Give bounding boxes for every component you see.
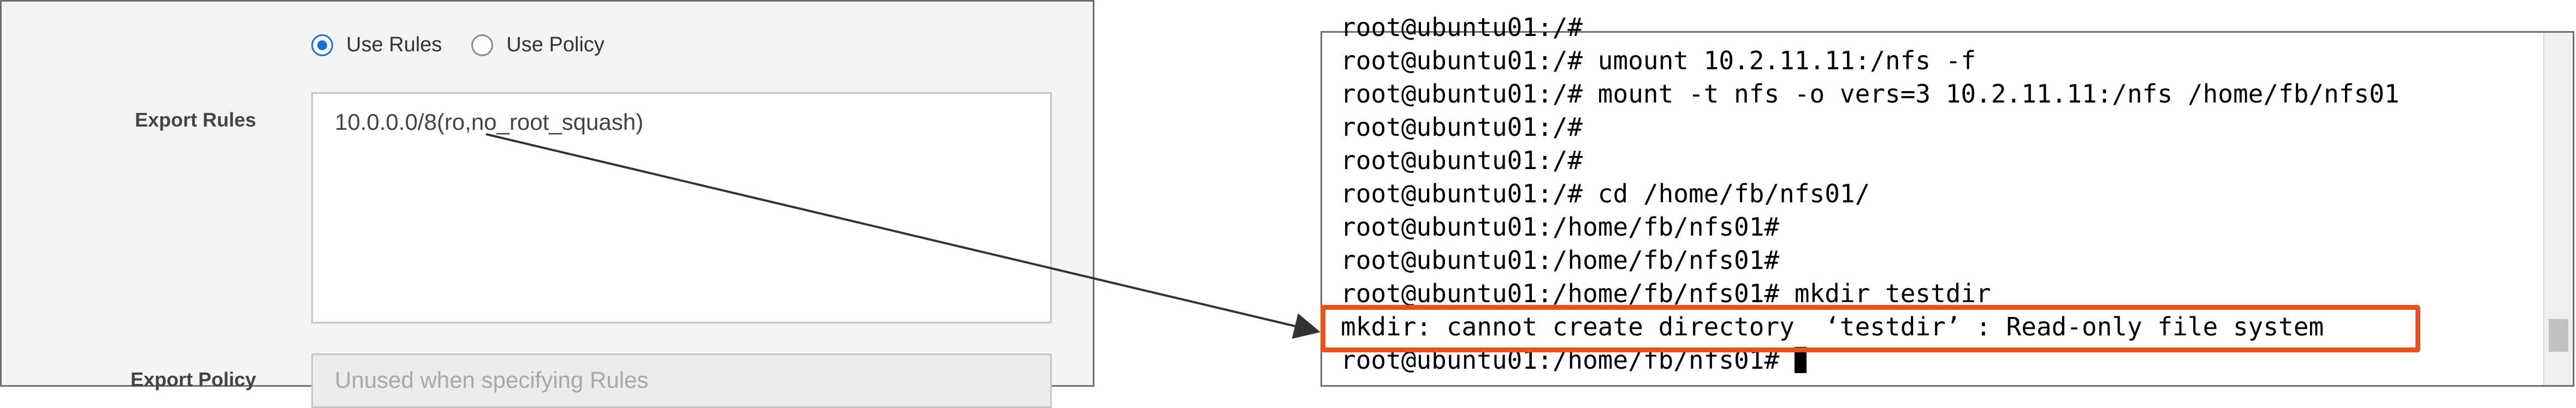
use-rules-label: Use Rules [346,33,442,56]
terminal-window[interactable]: root@ubuntu01:/# root@ubuntu01:/# umount… [1320,13,2574,387]
terminal-line: root@ubuntu01:/# umount 10.2.11.11:/nfs … [1341,46,1976,75]
terminal-line: root@ubuntu01:/# mount -t nfs -o vers=3 … [1341,79,2400,109]
terminal-line: root@ubuntu01:/home/fb/nfs01# [1341,212,1780,242]
terminal-prompt-line: root@ubuntu01:/home/fb/nfs01# [1341,344,2400,377]
export-settings-panel: Use Rules Use Policy Export Rules 10.0.0… [0,0,1094,408]
terminal-line: root@ubuntu01:/home/fb/nfs01# [1341,245,1780,275]
export-policy-label: Export Policy [130,368,256,391]
terminal-line: root@ubuntu01:/# cd /home/fb/nfs01/ [1341,179,1870,208]
terminal-output: root@ubuntu01:/# root@ubuntu01:/# umount… [1341,11,2400,377]
use-rules-radio[interactable] [311,34,333,56]
use-policy-option[interactable]: Use Policy [471,33,605,57]
use-rules-option[interactable]: Use Rules [311,33,442,57]
export-policy-field[interactable]: Unused when specifying Rules [311,353,1052,408]
export-rules-textarea[interactable]: 10.0.0.0/8(ro,no_root_squash) [311,92,1052,323]
export-rules-label: Export Rules [134,109,256,131]
terminal-cursor [1794,347,1807,373]
terminal-line: root@ubuntu01:/# [1341,146,1583,175]
export-rules-value: 10.0.0.0/8(ro,no_root_squash) [335,109,644,135]
terminal-line: root@ubuntu01:/home/fb/nfs01# mkdir test… [1341,279,1991,308]
terminal-scrollbar[interactable] [2543,33,2573,385]
terminal-line: root@ubuntu01:/# [1341,13,1583,42]
rule-mode-radio-group: Use Rules Use Policy [311,33,634,57]
terminal-prompt: root@ubuntu01:/home/fb/nfs01# [1341,345,1795,375]
export-policy-placeholder: Unused when specifying Rules [335,367,649,393]
terminal-line: root@ubuntu01:/# [1341,112,1583,142]
terminal-error-line: mkdir: cannot create directory ‘testdir’… [1341,312,2324,341]
use-policy-radio[interactable] [471,34,494,56]
use-policy-label: Use Policy [506,33,605,56]
terminal-scroll-thumb[interactable] [2549,319,2568,352]
